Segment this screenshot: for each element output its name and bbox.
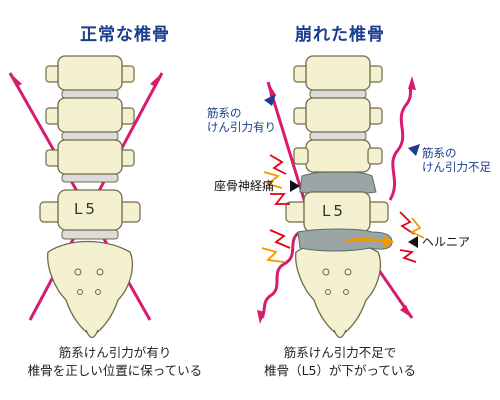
normal-spine <box>8 55 164 339</box>
label-line: けん引力不足 <box>422 160 491 174</box>
pain-burst-icon <box>261 229 291 263</box>
arrowhead-icon <box>408 76 416 90</box>
sacral-foramen <box>74 268 82 276</box>
sacral-foramen <box>95 289 101 295</box>
sacral-foramen <box>344 268 352 276</box>
vertebra <box>293 55 383 91</box>
vertebra <box>293 97 383 133</box>
l5-label: L5 <box>322 202 346 220</box>
wavy-tension-arrow-up-right <box>388 81 414 201</box>
sacrum <box>47 240 133 337</box>
l5-label: L5 <box>74 200 98 218</box>
vertebra <box>293 139 383 173</box>
vertebra-l5 <box>285 191 389 233</box>
sacral-foramen <box>77 289 83 295</box>
vertebra <box>45 139 135 175</box>
pain-burst-icon <box>263 154 290 205</box>
caption-line: 椎骨を正しい位置に保っている <box>27 363 203 378</box>
pointer-icon <box>264 94 276 106</box>
sacral-foramen <box>325 289 331 295</box>
caption-line: 椎骨（L5）が下がっている <box>264 363 416 378</box>
collapsed-spine-title: 崩れた椎骨 <box>295 25 385 45</box>
coccyx <box>333 329 347 339</box>
label-line: 筋系の <box>422 146 457 160</box>
normal-spine-caption: 筋系けん引力が有り 椎骨を正しい位置に保っている <box>0 344 240 380</box>
wavy-tension-arrow-down-left <box>260 230 301 319</box>
sacrum <box>295 240 381 337</box>
pointer-icon <box>408 236 418 248</box>
pain-burst-icon <box>399 211 425 263</box>
label-sciatica: 座骨神経痛 <box>214 179 275 193</box>
collapsed-spine-caption: 筋系けん引力不足で 椎骨（L5）が下がっている <box>215 344 465 380</box>
collapsed-spine <box>257 55 425 339</box>
disc <box>61 229 119 240</box>
label-line: けん引力有り <box>207 120 276 134</box>
vertebra-l5 <box>39 189 141 231</box>
vertebra <box>45 97 135 133</box>
vertebra <box>45 55 135 91</box>
label-line: 筋系の <box>207 106 242 120</box>
arrowhead-icon <box>10 73 22 87</box>
label-tension-lacking: 筋系の けん引力不足 <box>422 146 491 174</box>
disc <box>309 131 367 141</box>
label-tension-present: 筋系の けん引力有り <box>207 106 276 134</box>
arrowhead-icon <box>384 236 394 248</box>
disc <box>61 131 119 141</box>
normal-spine-title: 正常な椎骨 <box>80 25 170 45</box>
disc <box>309 89 367 99</box>
pointer-icon <box>290 180 300 192</box>
arrowhead-icon <box>268 82 276 97</box>
arrowhead-icon <box>400 305 412 318</box>
coccyx <box>85 329 99 339</box>
sacral-foramen <box>343 289 349 295</box>
caption-line: 筋系けん引力が有り <box>58 345 172 360</box>
pointer-icon <box>408 144 420 156</box>
disc <box>61 89 119 99</box>
arrowhead-icon <box>257 310 265 324</box>
arrowhead-icon <box>150 73 162 87</box>
sacral-foramen <box>96 268 104 276</box>
sacral-foramen <box>322 268 330 276</box>
caption-line: 筋系けん引力不足で <box>283 345 397 360</box>
disc <box>61 173 119 183</box>
label-hernia: ヘルニア <box>422 235 471 249</box>
